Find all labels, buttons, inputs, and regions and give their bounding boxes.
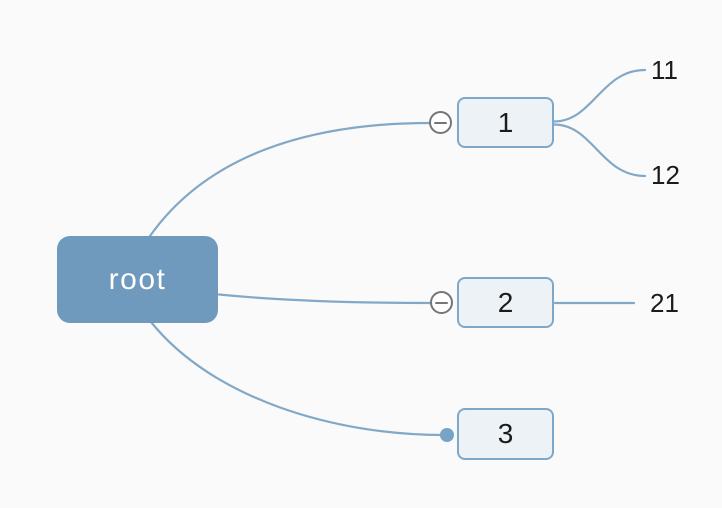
collapse-toggle-node2[interactable] (430, 291, 453, 314)
node-3-label: 3 (497, 418, 514, 449)
node-11[interactable]: 11 (651, 57, 678, 83)
node-1[interactable]: 1 (457, 97, 554, 148)
node-3[interactable]: 3 (457, 408, 554, 460)
node-21[interactable]: 21 (650, 290, 679, 316)
connector-root-node3 (149, 320, 445, 437)
connector-node1-leaf11 (552, 68, 647, 123)
root-node-label: root (108, 262, 167, 296)
minus-icon (434, 121, 447, 124)
connector-node1-leaf12 (552, 123, 647, 178)
node-11-label: 11 (651, 55, 678, 85)
node-2-label: 2 (497, 286, 514, 318)
node-1-label: 1 (497, 106, 514, 138)
root-node[interactable]: root (57, 236, 218, 323)
node-21-label: 21 (650, 288, 679, 318)
node-12[interactable]: 12 (651, 162, 680, 188)
node-2[interactable]: 2 (457, 277, 554, 328)
collapse-toggle-node1[interactable] (429, 111, 452, 134)
minus-icon (435, 301, 448, 304)
connector-root-node2 (217, 293, 433, 305)
branch-endpoint-dot-icon (440, 428, 454, 442)
node-12-label: 12 (651, 160, 680, 190)
connector-root-node1 (148, 121, 432, 238)
